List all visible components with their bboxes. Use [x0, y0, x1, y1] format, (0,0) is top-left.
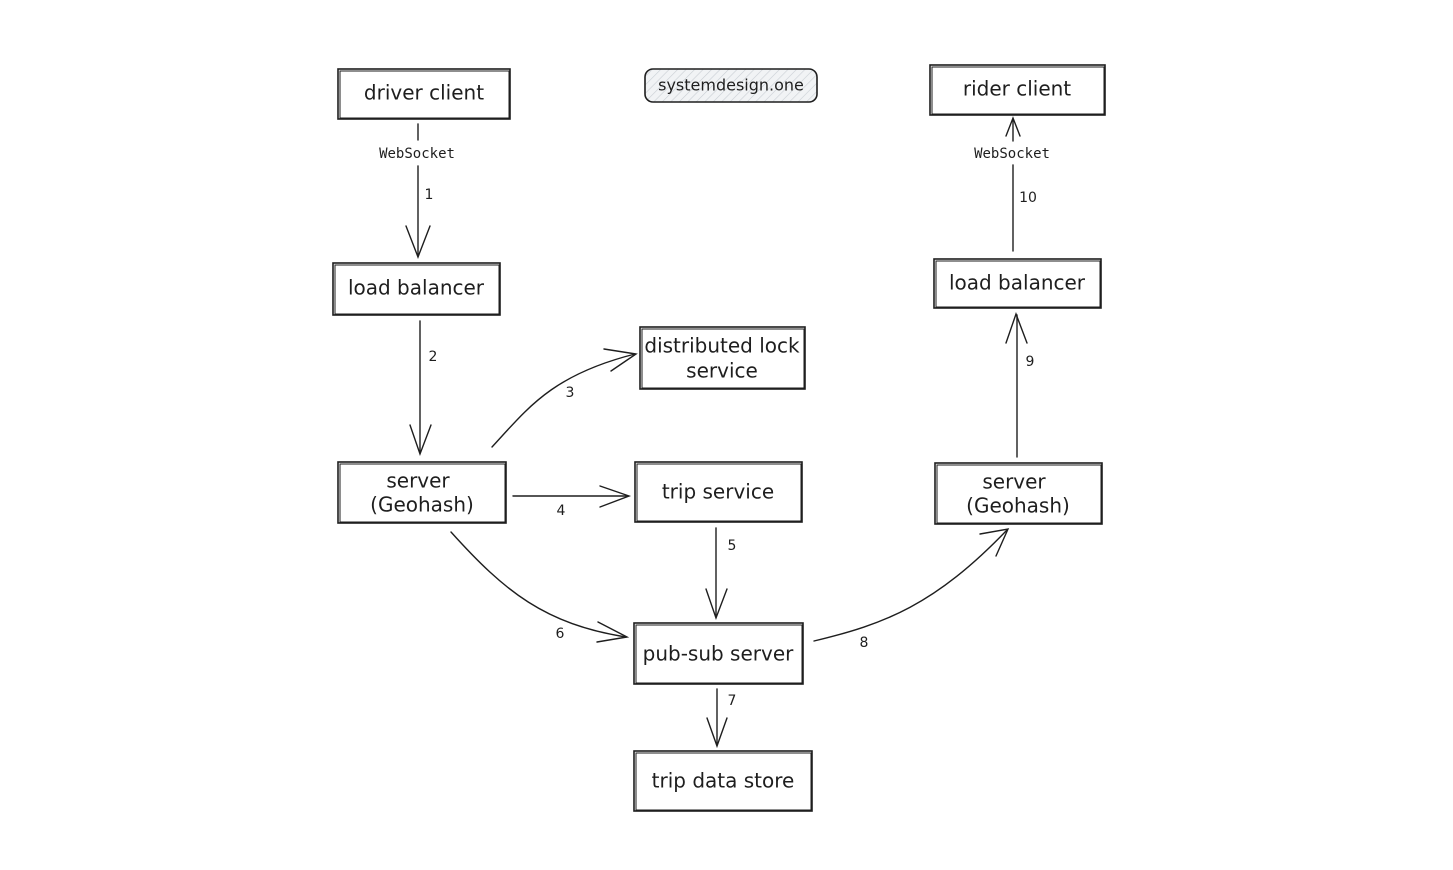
- pubsub-server-node: pub-sub server: [633, 622, 804, 685]
- trip-data-store-node: trip data store: [633, 750, 813, 812]
- server-right-label-line2: (Geohash): [966, 494, 1070, 518]
- distributed-lock-node: distributed lock service: [639, 326, 806, 390]
- pubsub-server-label: pub-sub server: [643, 642, 795, 666]
- edge-10-protocol-label: WebSocket: [974, 146, 1050, 162]
- trip-data-store-label: trip data store: [652, 769, 795, 793]
- edge-4-step-label: 4: [557, 503, 566, 519]
- edge-9: 9: [1005, 311, 1035, 458]
- load-balancer-left-label: load balancer: [348, 276, 485, 300]
- trip-service-label: trip service: [662, 480, 774, 504]
- edge-2-step-label: 2: [429, 349, 438, 365]
- server-left-node: server (Geohash): [337, 461, 507, 524]
- load-balancer-left-node: load balancer: [332, 262, 501, 316]
- brand-text: systemdesign.one: [658, 76, 804, 95]
- driver-client-node: driver client: [337, 68, 511, 120]
- load-balancer-right-label: load balancer: [949, 271, 1086, 295]
- edge-1: WebSocket 1: [379, 123, 455, 259]
- edge-7-step-label: 7: [728, 693, 737, 709]
- edge-8-step-label: 8: [860, 635, 869, 651]
- load-balancer-right-node: load balancer: [933, 258, 1102, 309]
- driver-client-label: driver client: [364, 81, 484, 105]
- distributed-lock-label-line2: service: [686, 359, 758, 383]
- server-left-label-line1: server: [386, 469, 450, 493]
- edge-3-step-label: 3: [566, 385, 575, 401]
- edge-5-step-label: 5: [728, 538, 737, 554]
- edge-3: 3: [491, 348, 638, 448]
- brand-badge: systemdesign.one: [644, 68, 818, 103]
- rider-client-label: rider client: [963, 77, 1071, 101]
- edge-1-step-label: 1: [425, 187, 434, 203]
- trip-service-node: trip service: [634, 461, 803, 523]
- distributed-lock-label-line1: distributed lock: [644, 334, 800, 358]
- server-left-label-line2: (Geohash): [370, 493, 474, 517]
- edge-2: 2: [409, 320, 438, 457]
- edge-6: 6: [450, 531, 630, 643]
- edge-10-step-label: 10: [1019, 190, 1037, 206]
- edge-7: 7: [706, 688, 737, 749]
- edge-8: 8: [813, 528, 1010, 651]
- edge-4: 4: [512, 485, 632, 519]
- edge-5: 5: [705, 527, 737, 621]
- edge-1-protocol-label: WebSocket: [379, 146, 455, 162]
- server-right-label-line1: server: [982, 470, 1046, 494]
- edge-6-step-label: 6: [556, 626, 565, 642]
- rider-client-node: rider client: [929, 64, 1106, 116]
- edge-10: WebSocket 10: [974, 116, 1050, 252]
- edge-9-step-label: 9: [1026, 354, 1035, 370]
- server-right-node: server (Geohash): [934, 462, 1103, 525]
